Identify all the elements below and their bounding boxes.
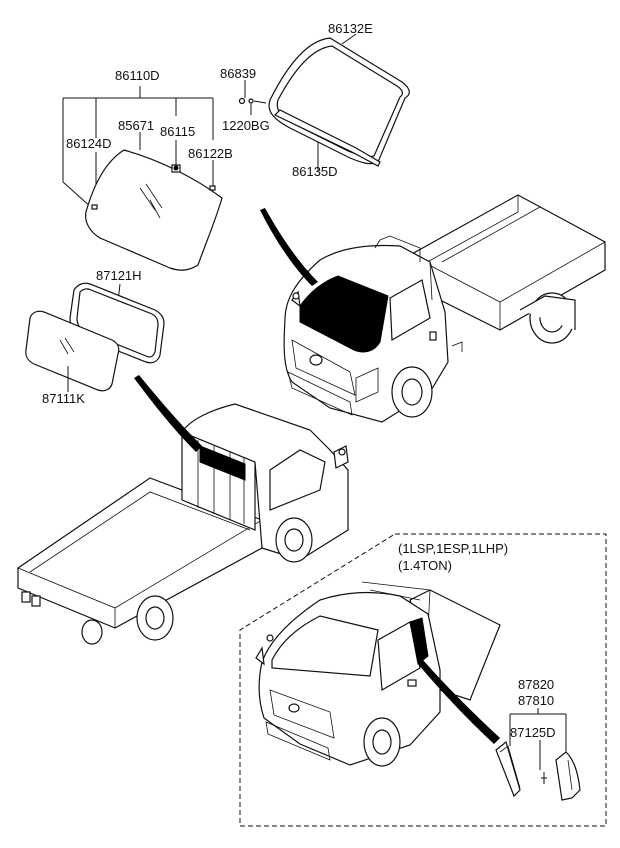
pointer-arrow-quarter-glass (418, 660, 500, 744)
label-85671: 85671 (118, 118, 154, 133)
variant-codes-label: (1LSP,1ESP,1LHP) (398, 541, 508, 556)
quarter-glass-bracket-lines (509, 713, 567, 770)
windshield-moulding (268, 37, 410, 167)
label-86110d: 86110D (115, 68, 160, 83)
quarter-glass-rh (555, 751, 581, 801)
quarter-glass-lh (495, 740, 521, 798)
label-86115: 86115 (160, 124, 195, 139)
label-86839: 86839 (220, 66, 256, 81)
label-87820: 87820 (518, 677, 554, 692)
bolt-clip (238, 97, 267, 105)
windshield-bracket-lines (62, 86, 214, 209)
label-87111k: 87111K (42, 391, 85, 406)
variant-tonnage-label: (1.4TON) (398, 558, 452, 573)
label-87810: 87810 (518, 693, 554, 708)
truck-rear-view (17, 403, 349, 645)
label-87125d: 87125D (510, 725, 556, 740)
label-1220bg: 1220BG (222, 118, 270, 133)
pointer-arrow-windshield (260, 208, 318, 286)
label-86124d: 86124D (66, 136, 112, 151)
label-86132e: 86132E (328, 21, 373, 36)
rear-window-glass (25, 310, 120, 392)
quarter-moulding-clip (541, 772, 547, 784)
truck-front-view (283, 194, 606, 423)
truck-variant-view (255, 581, 501, 767)
label-86135d: 86135D (292, 164, 338, 179)
pointer-arrow-rear-window (134, 375, 202, 452)
label-87121h: 87121H (96, 268, 142, 283)
label-86122b: 86122B (188, 146, 233, 161)
windshield-glass (85, 149, 223, 271)
